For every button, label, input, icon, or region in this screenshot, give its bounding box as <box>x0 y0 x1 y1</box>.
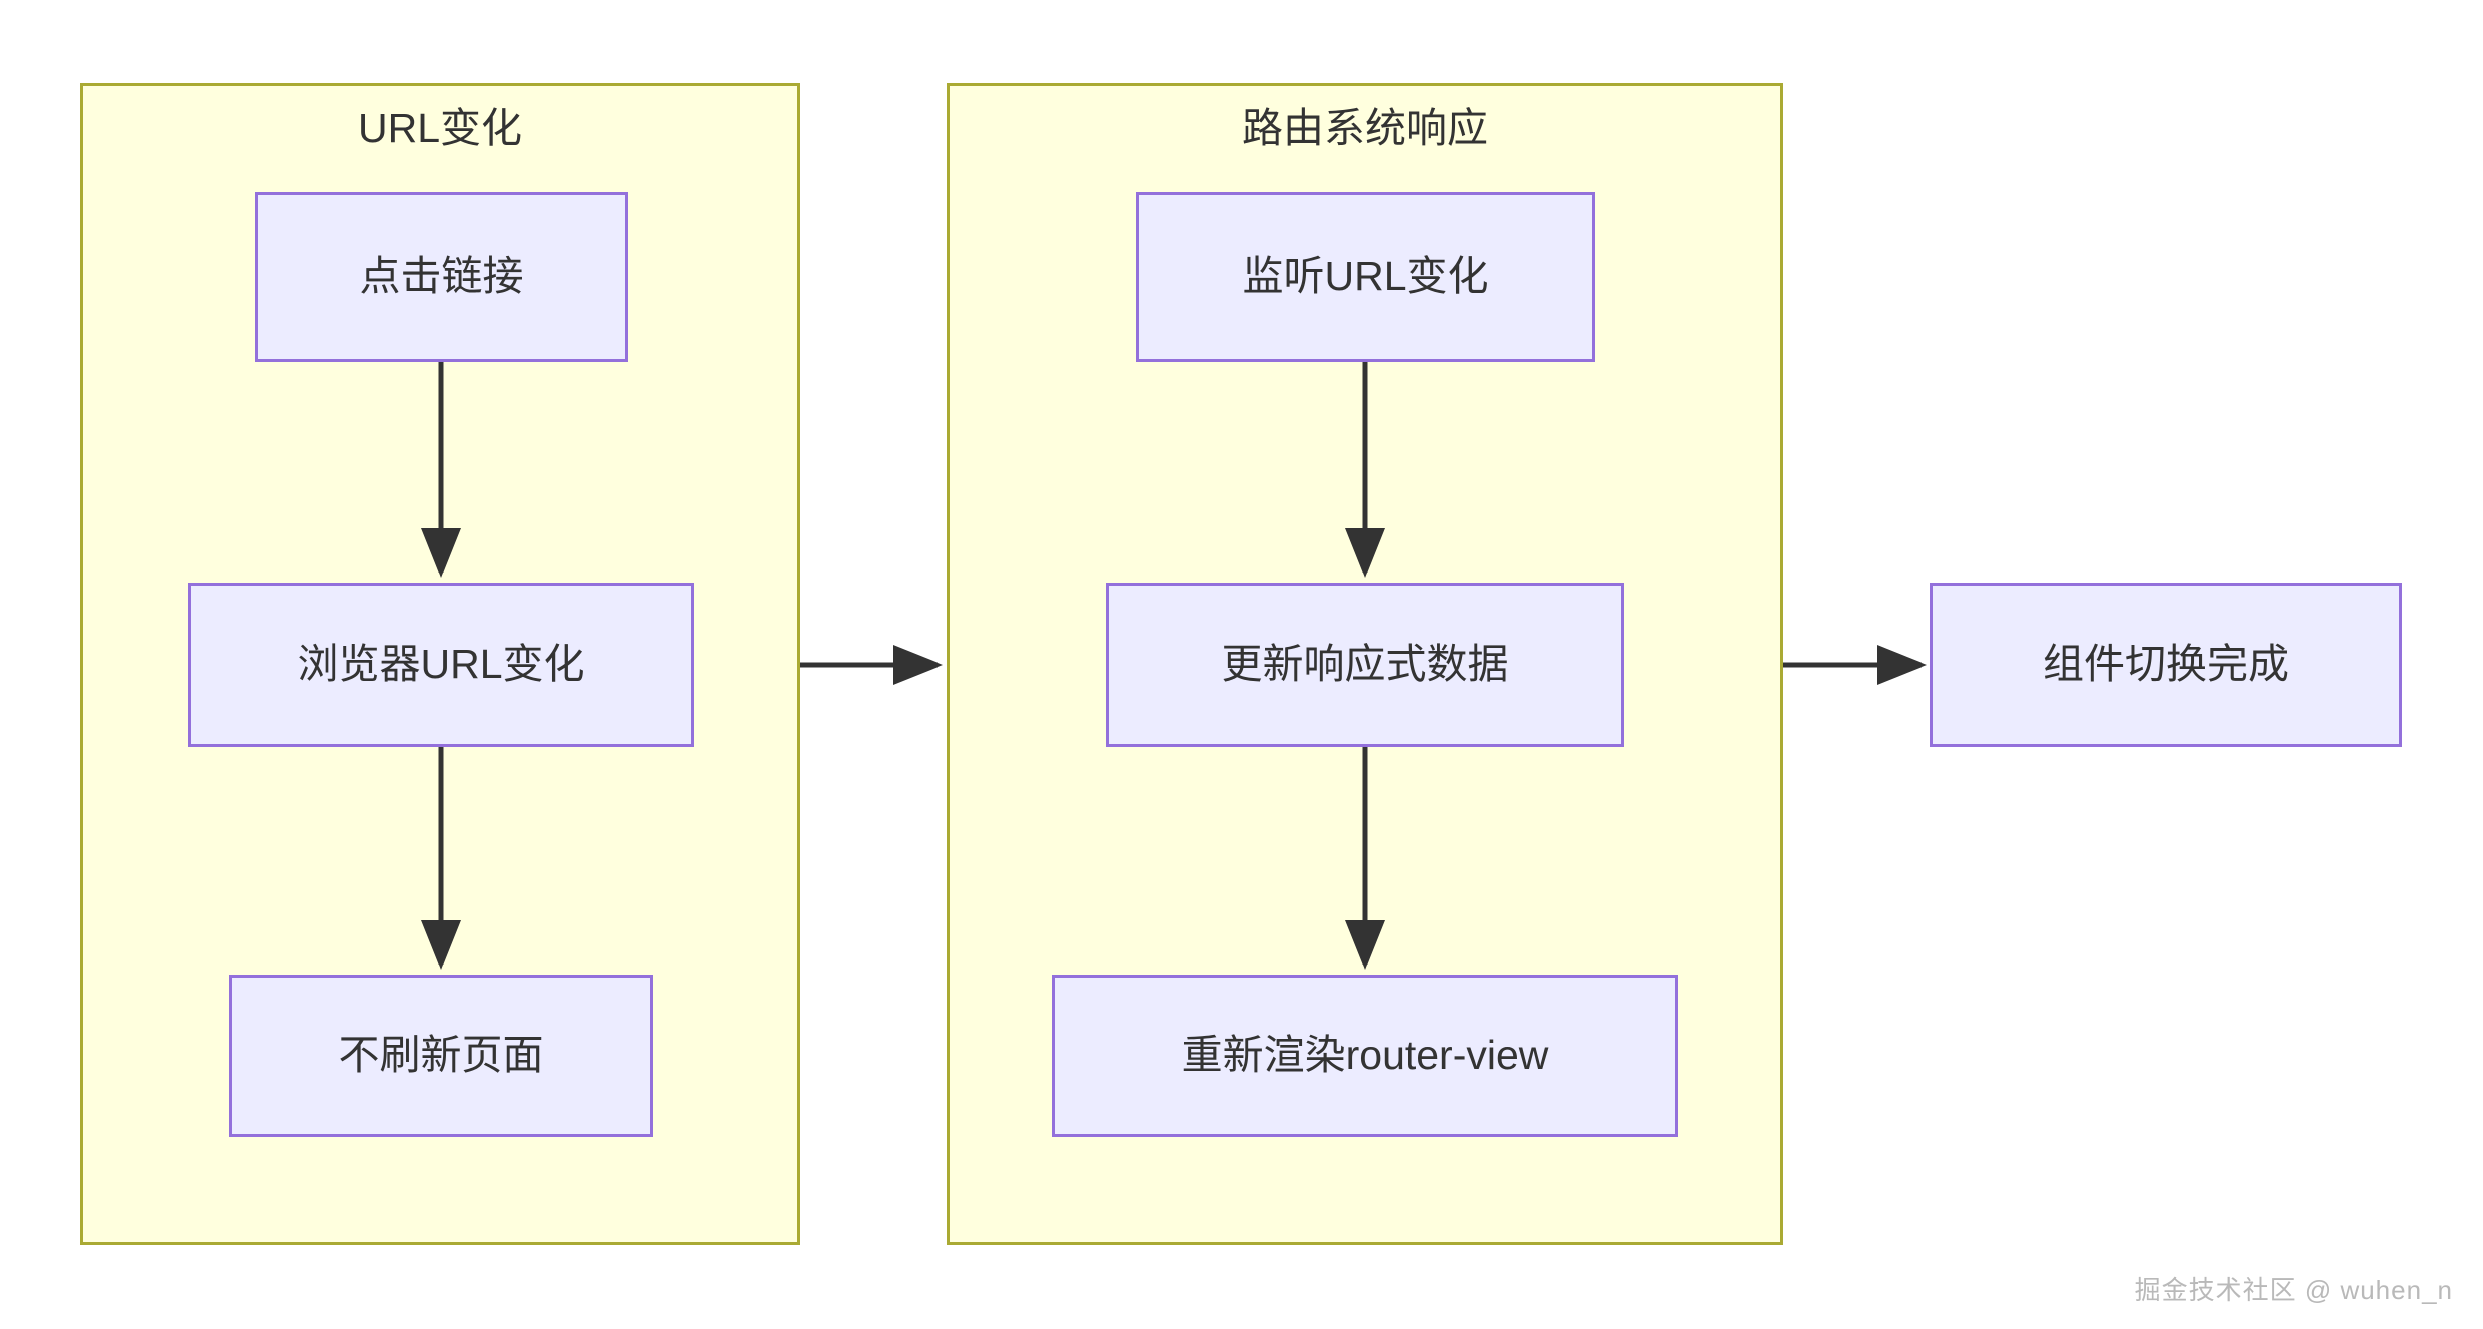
node-browser-url-change-label: 浏览器URL变化 <box>297 641 585 688</box>
node-listen-url-change[interactable]: 监听URL变化 <box>1136 192 1595 362</box>
node-update-reactive-data-label: 更新响应式数据 <box>1221 641 1509 688</box>
cluster-url-change-title: URL变化 <box>357 105 523 151</box>
node-browser-url-change[interactable]: 浏览器URL变化 <box>188 583 694 747</box>
node-component-switch-done-label: 组件切换完成 <box>2043 641 2289 688</box>
watermark: 掘金技术社区 @ wuhen_n <box>2134 1275 2453 1305</box>
node-click-link[interactable]: 点击链接 <box>255 192 628 362</box>
node-update-reactive-data[interactable]: 更新响应式数据 <box>1106 583 1624 747</box>
node-no-refresh-page-label: 不刷新页面 <box>338 1032 544 1079</box>
node-click-link-label: 点击链接 <box>359 253 524 300</box>
node-rerender-router-view-label: 重新渲染router-view <box>1181 1032 1549 1079</box>
node-component-switch-done[interactable]: 组件切换完成 <box>1930 583 2402 747</box>
cluster-router-response-title: 路由系统响应 <box>1242 105 1488 151</box>
node-rerender-router-view[interactable]: 重新渲染router-view <box>1052 975 1678 1137</box>
node-no-refresh-page[interactable]: 不刷新页面 <box>229 975 653 1137</box>
node-listen-url-change-label: 监听URL变化 <box>1242 253 1489 300</box>
